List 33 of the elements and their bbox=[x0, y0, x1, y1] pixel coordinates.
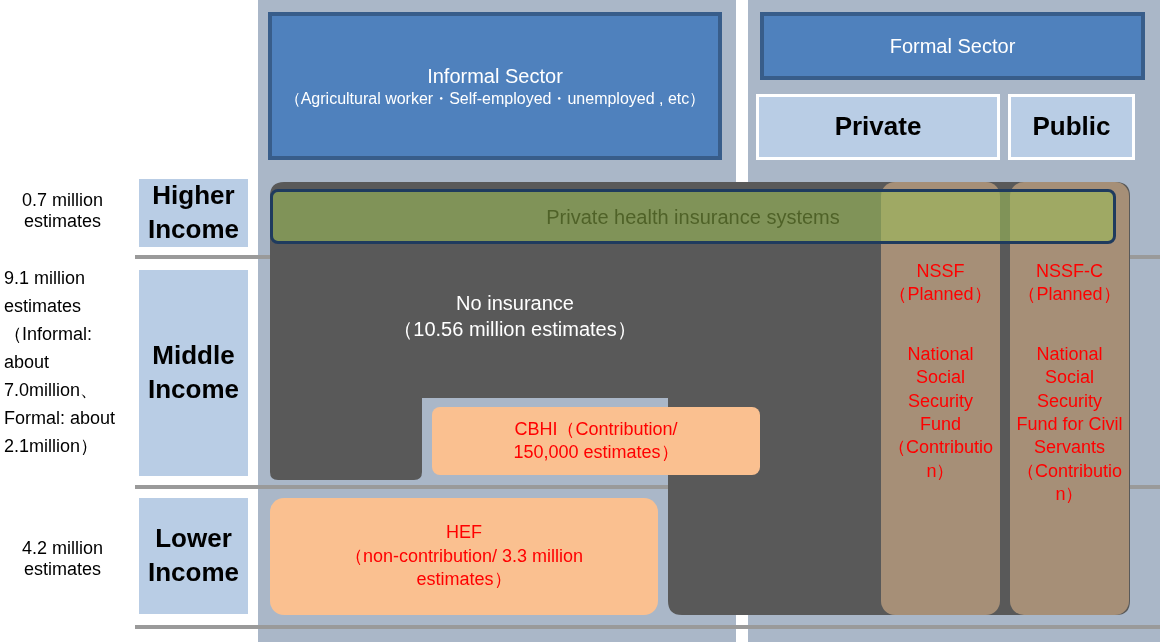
box-label: Private bbox=[834, 110, 922, 144]
population-estimate: 0.7 million estimates bbox=[20, 190, 104, 232]
scheme-name: NSSF-C（Planned） bbox=[1017, 260, 1122, 307]
header-title: Informal Sector bbox=[427, 63, 563, 89]
insurance-scheme-column bbox=[1010, 182, 1129, 615]
subsector-header-box bbox=[756, 94, 1000, 160]
scheme-description: （non-contribution/ 3.3 million estimates） bbox=[343, 544, 585, 592]
income-row-header bbox=[137, 268, 250, 478]
box-label: CBHI（Contribution/ 150,000 estimates） bbox=[512, 417, 680, 464]
subsector-header-box bbox=[1008, 94, 1135, 160]
header-subtitle: （Agricultural worker・Self-employed・unemployed , etc） bbox=[284, 88, 706, 109]
box-label: Formal Sector bbox=[889, 34, 1016, 59]
region-title: No insurance bbox=[456, 291, 574, 316]
insurance-scheme-box bbox=[432, 407, 760, 475]
insurance-scheme-column bbox=[881, 182, 1000, 615]
scheme-name: NSSF（Planned） bbox=[888, 260, 993, 307]
sector-header-box bbox=[268, 12, 722, 160]
income-row-header bbox=[137, 496, 250, 616]
scheme-description: National Social Security Fund for Civil Servants（Contribution） bbox=[1015, 342, 1124, 507]
box-label: Higher Income bbox=[147, 179, 240, 246]
uninsured-region bbox=[270, 182, 1130, 615]
income-row-header bbox=[137, 177, 250, 249]
scheme-description: National Social Security Fund（Contribution） bbox=[886, 342, 994, 483]
box-label: Public bbox=[1032, 110, 1111, 144]
box-label: Lower Income bbox=[147, 522, 240, 589]
box-label: Middle Income bbox=[147, 339, 240, 406]
population-estimate: 9.1 million estimates（Informal: about 7.0million、Formal: about 2.1million） bbox=[4, 267, 117, 458]
scheme-name: HEF bbox=[446, 521, 482, 545]
insurance-scheme-box bbox=[270, 498, 658, 615]
sector-header-box bbox=[760, 12, 1145, 80]
insurance-scheme-bar bbox=[270, 189, 1116, 244]
population-estimate: 4.2 million estimates bbox=[20, 538, 104, 580]
region-note: （10.56 million estimates） bbox=[393, 317, 637, 342]
